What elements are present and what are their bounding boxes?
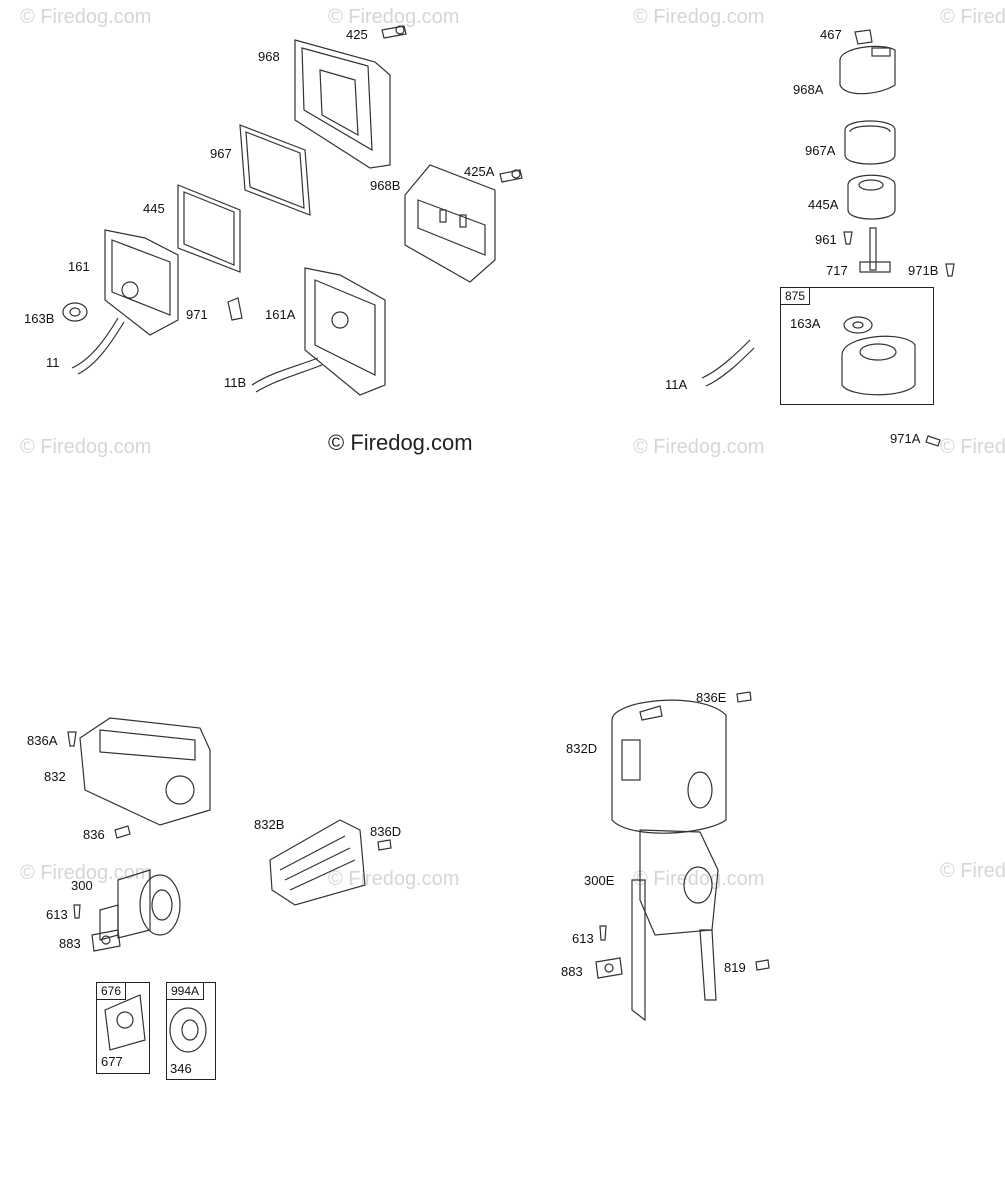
part-971-screw xyxy=(227,297,243,321)
callout-300E: 300E xyxy=(584,873,615,888)
callout-613-right: 613 xyxy=(572,931,594,946)
callout-11: 11 xyxy=(46,355,60,370)
watermark-main: © Firedog.com xyxy=(328,430,473,455)
part-961-screw xyxy=(843,231,853,245)
callout-836A: 836A xyxy=(27,733,58,748)
kit-box-875 xyxy=(780,287,934,405)
callout-677: 677 xyxy=(101,1054,123,1069)
part-163A-gasket xyxy=(843,316,873,334)
callout-300: 300 xyxy=(71,878,93,893)
part-425A-screw xyxy=(499,169,523,183)
part-968-cover xyxy=(294,39,391,169)
part-967A-prefilter xyxy=(844,120,896,165)
callout-968: 968 xyxy=(258,49,280,64)
part-967-filter xyxy=(239,124,311,216)
callout-161: 161 xyxy=(68,259,90,274)
part-445-filter xyxy=(177,184,241,273)
watermark: © Firedog.com xyxy=(328,6,460,28)
part-836D-screw xyxy=(377,839,392,851)
callout-163A: 163A xyxy=(790,316,821,331)
part-832-shroud xyxy=(79,717,211,826)
callout-832: 832 xyxy=(44,769,66,784)
watermark: © Firedog.com xyxy=(940,436,1005,458)
kit-box-676 xyxy=(96,982,150,1074)
part-161A-base xyxy=(304,267,386,396)
part-971B-screw xyxy=(945,263,955,277)
part-836E-screw xyxy=(736,691,752,703)
callout-967A: 967A xyxy=(805,143,836,158)
callout-11B: 11B xyxy=(224,375,247,390)
kit-label-676: 676 xyxy=(97,983,127,1000)
callout-967: 967 xyxy=(210,146,232,161)
callout-445A: 445A xyxy=(808,197,839,212)
part-467-cap xyxy=(854,29,873,45)
callout-467: 467 xyxy=(820,27,842,42)
watermark: © Firedog.com xyxy=(20,862,152,884)
part-445A-filter xyxy=(847,174,896,220)
callout-11A: 11A xyxy=(665,377,688,392)
part-11B-hose xyxy=(251,357,323,393)
part-300E-muffler xyxy=(631,829,719,1022)
watermark: © Firedog.com xyxy=(633,436,765,458)
callout-832D: 832D xyxy=(566,741,598,756)
part-968B-base xyxy=(404,164,496,283)
callout-819: 819 xyxy=(724,960,746,975)
kit-label-994A: 994A xyxy=(167,983,205,1000)
callout-163B: 163B xyxy=(24,311,55,326)
part-425-screw xyxy=(381,25,407,39)
watermark: © Firedog.com xyxy=(633,6,765,28)
callout-445: 445 xyxy=(143,201,165,216)
callout-832B: 832B xyxy=(254,817,285,832)
kit-box-994A xyxy=(166,982,216,1080)
kit-label-875: 875 xyxy=(781,288,811,305)
part-968A-cover xyxy=(839,45,896,95)
callout-836E: 836E xyxy=(696,690,727,705)
callout-883-right: 883 xyxy=(561,964,583,979)
watermark: © Firedog.com xyxy=(20,6,152,28)
part-161-base xyxy=(104,229,179,336)
watermark: © Firedog.com xyxy=(940,860,1005,882)
part-11A-hose xyxy=(701,339,755,387)
callout-161A: 161A xyxy=(265,307,296,322)
callout-717: 717 xyxy=(826,263,848,278)
callout-613: 613 xyxy=(46,907,68,922)
part-883b-gasket xyxy=(595,957,623,979)
watermark: © Firedog.com xyxy=(633,868,765,890)
callout-961: 961 xyxy=(815,232,837,247)
callout-346: 346 xyxy=(170,1061,192,1076)
part-11-hose xyxy=(71,317,125,375)
watermark: © Firedog.com xyxy=(20,436,152,458)
watermark: © Firedog.com xyxy=(940,6,1005,28)
part-717-bracket xyxy=(859,227,891,273)
watermark: © Firedog.com xyxy=(328,868,460,890)
callout-971B: 971B xyxy=(908,263,939,278)
callout-425A: 425A xyxy=(464,164,495,179)
callout-836D: 836D xyxy=(370,824,402,839)
part-163B-gasket xyxy=(62,302,88,322)
part-819-screw xyxy=(755,959,770,971)
callout-883: 883 xyxy=(59,936,81,951)
part-883-gasket xyxy=(91,929,121,952)
part-836-screw xyxy=(114,825,131,839)
callout-425: 425 xyxy=(346,27,368,42)
part-613b-screw xyxy=(599,925,607,941)
part-676-deflector xyxy=(104,994,146,1051)
part-832B-guard xyxy=(269,819,366,906)
callout-971: 971 xyxy=(186,307,208,322)
part-836A-screw xyxy=(67,731,77,747)
part-875-base xyxy=(841,335,916,396)
part-300-muffler xyxy=(99,869,181,941)
callout-971A: 971A xyxy=(890,431,921,446)
part-613-screw xyxy=(73,904,81,919)
callout-836: 836 xyxy=(83,827,105,842)
part-971A-screw xyxy=(925,435,941,447)
part-832D-shroud xyxy=(611,699,727,834)
callout-968B: 968B xyxy=(370,178,401,193)
callout-968A: 968A xyxy=(793,82,824,97)
part-994A-screen xyxy=(169,1007,207,1053)
